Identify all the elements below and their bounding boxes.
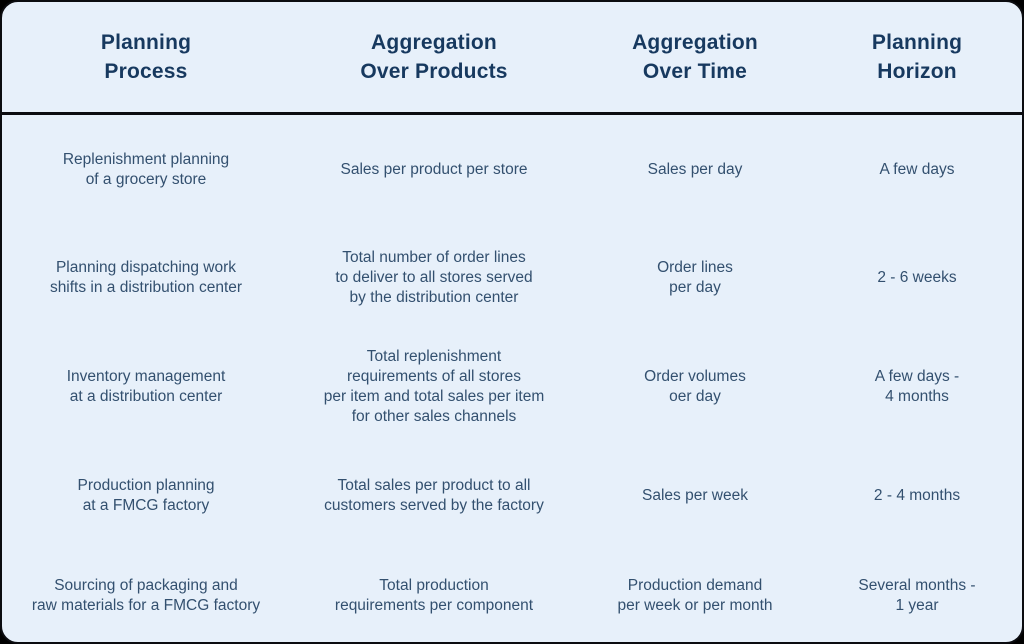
table-cell-process: Replenishment planning of a grocery stor…: [62, 150, 230, 188]
column-header-planning-process: Planning Process: [100, 31, 192, 83]
table-row-dispatching-work-shifts: Planning dispatching work shifts in a di…: [2, 224, 1022, 332]
table-cell-process: Inventory management at a distribution c…: [66, 368, 226, 405]
table-row-production-planning: Production planning at a FMCG factory To…: [2, 442, 1022, 549]
table-row-inventory-management: Inventory management at a distribution c…: [2, 332, 1022, 442]
table-cell-products: Total production requirements per compon…: [334, 576, 534, 614]
table-cell-time: Order lines per day: [657, 259, 733, 296]
table-cell-products: Total number of order lines to deliver t…: [335, 249, 533, 306]
table-cell-horizon: 2 - 6 weeks: [877, 269, 957, 286]
column-header-aggregation-over-time: Aggregation Over Time: [632, 31, 758, 83]
column-header-planning-horizon: Planning Horizon: [871, 31, 963, 83]
table-cell-process: Production planning at a FMCG factory: [77, 476, 215, 514]
table-cell-horizon: A few days: [879, 160, 955, 178]
table-cell-horizon: 2 - 4 months: [873, 486, 961, 504]
column-header-aggregation-over-products: Aggregation Over Products: [360, 31, 508, 83]
table-cell-time: Sales per day: [647, 160, 743, 178]
table-cell-products: Total replenishment requirements of all …: [323, 348, 545, 425]
table-cell-time: Production demand per week or per month: [617, 576, 773, 614]
table-cell-process: Planning dispatching work shifts in a di…: [49, 259, 243, 296]
table-cell-products: Total sales per product to all customers…: [324, 476, 544, 514]
table-row-grocery-store: Replenishment planning of a grocery stor…: [2, 115, 1022, 224]
table-cell-horizon: A few days - 4 months: [874, 368, 960, 405]
table-cell-time: Sales per week: [642, 486, 748, 504]
table-cell-horizon: Several months - 1 year: [858, 576, 976, 614]
table-header-row: Planning Process Aggregation Over Produc…: [2, 2, 1022, 115]
table-cell-products: Sales per product per store: [340, 160, 528, 178]
table-cell-process: Sourcing of packaging and raw materials …: [31, 576, 261, 614]
table-cell-time: Order volumes oer day: [644, 368, 746, 405]
table-row-sourcing-packaging: Sourcing of packaging and raw materials …: [2, 549, 1022, 642]
